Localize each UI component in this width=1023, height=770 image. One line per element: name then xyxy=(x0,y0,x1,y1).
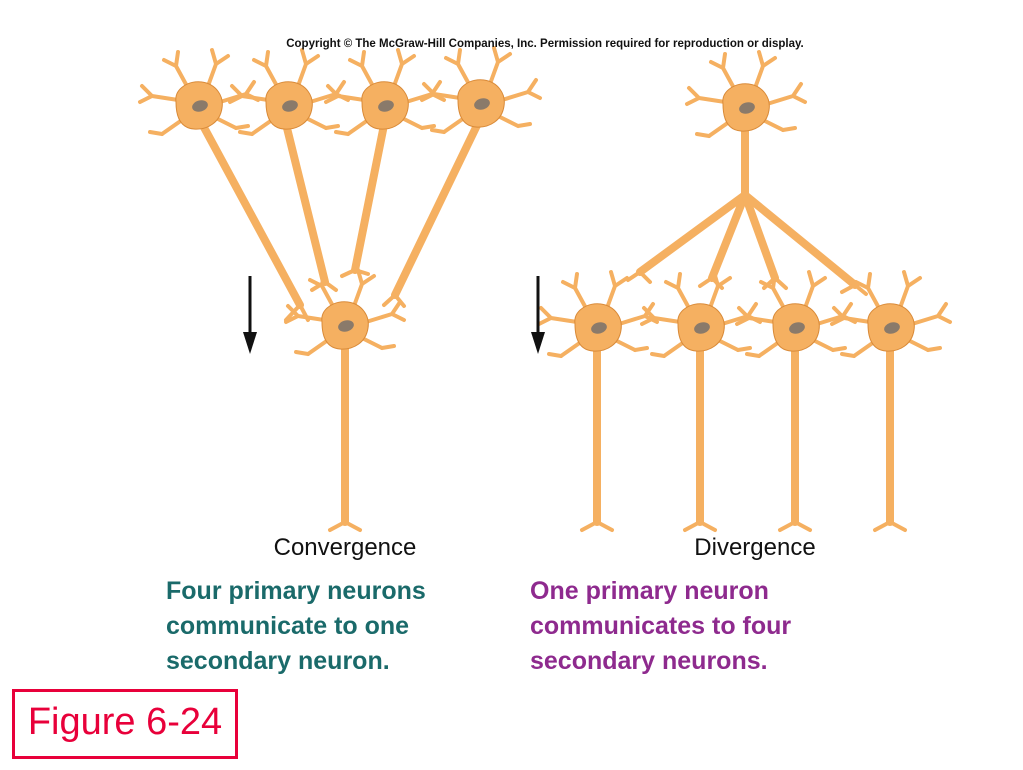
convergence-axons xyxy=(196,111,486,526)
convergence-diagram xyxy=(138,46,542,532)
convergence-direction-arrow xyxy=(243,276,257,354)
divergence-primary-neuron xyxy=(685,50,807,138)
figure-label-box xyxy=(12,689,238,759)
divergence-axons xyxy=(593,121,894,526)
convergence-caption: Four primary neurons communicate to one … xyxy=(166,577,426,675)
copyright-notice: Copyright © The McGraw-Hill Companies, I… xyxy=(286,38,804,50)
divergence-secondary-neuron-1 xyxy=(537,270,659,358)
divergence-direction-arrow xyxy=(531,276,545,354)
divergence-diagram xyxy=(531,50,952,532)
convergence-primary-neuron-3 xyxy=(324,48,446,136)
figure-label: Figure 6-24 xyxy=(27,701,223,743)
divergence-label: Divergence xyxy=(694,534,816,561)
convergence-label: Convergence xyxy=(273,534,417,561)
convergence-primary-neuron-4 xyxy=(420,46,542,134)
divergence-caption: One primary neuron communicates to four … xyxy=(530,577,792,675)
